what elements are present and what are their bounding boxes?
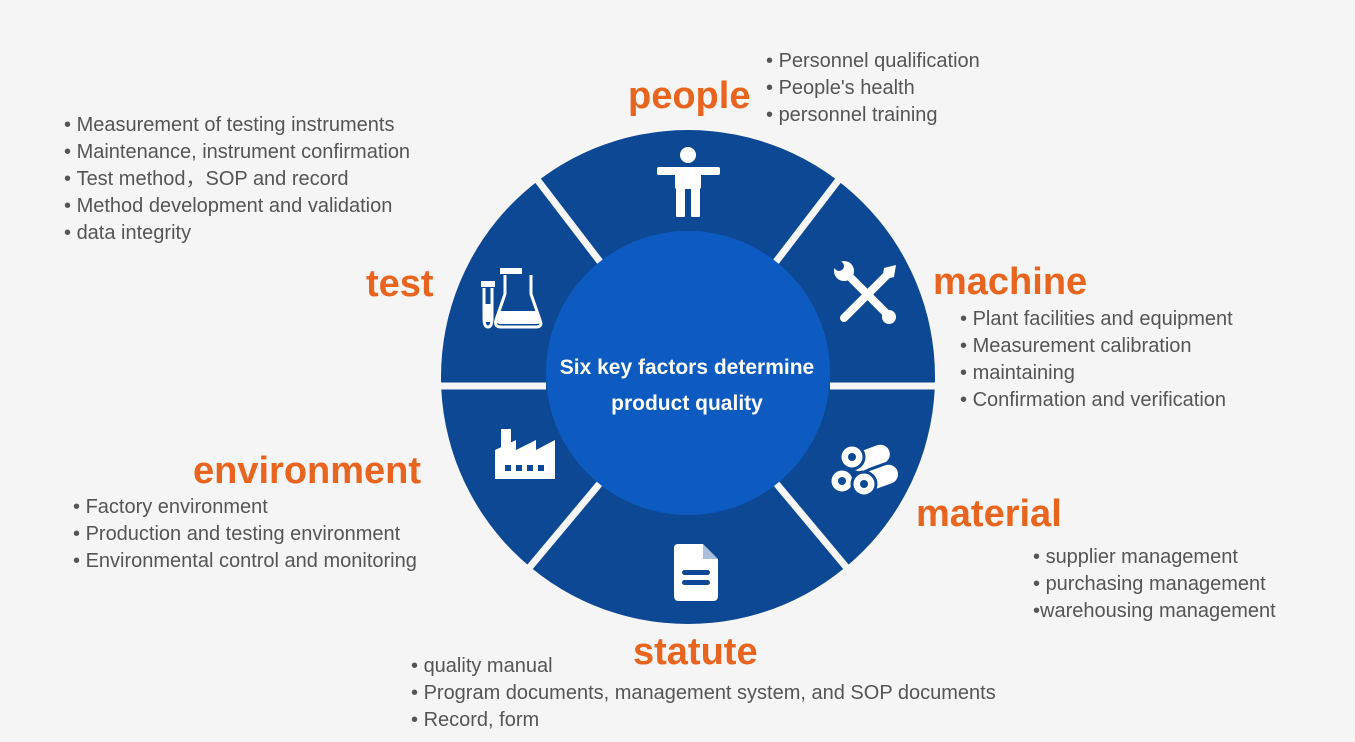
- center-label: Six key factors determine product qualit…: [537, 350, 837, 422]
- list-item: Environmental control and monitoring: [73, 548, 417, 575]
- list-item-text: warehousing management: [1040, 600, 1276, 622]
- environment-list: Factory environment Production and testi…: [73, 494, 417, 575]
- factor-title-machine: machine: [933, 261, 1088, 303]
- list-item: data integrity: [64, 220, 410, 247]
- test-list: Measurement of testing instruments Maint…: [64, 112, 411, 247]
- list-item: Plant facilities and equipment: [960, 306, 1233, 333]
- factor-title-material: material: [916, 493, 1062, 535]
- list-item: warehousing management: [1033, 598, 1276, 625]
- list-item: Record, form: [411, 707, 996, 734]
- material-list: supplier management purchasing managemen…: [1033, 544, 1276, 625]
- list-item: Program documents, management system, an…: [411, 680, 996, 707]
- factor-title-people: people: [628, 75, 751, 117]
- lab-flask-icon: [481, 268, 543, 329]
- center-circle: [546, 231, 830, 515]
- center-label-line1: Six key factors determine: [559, 356, 815, 379]
- material-logs-icon: [828, 441, 902, 498]
- tools-icon: [834, 261, 896, 324]
- list-item: Confirmation and verification: [960, 387, 1233, 414]
- center-label-line2: product quality: [611, 392, 763, 415]
- factor-title-environment: environment: [193, 450, 422, 492]
- list-item: Method development and validation: [64, 193, 410, 220]
- list-item: Production and testing environment: [73, 521, 417, 548]
- person-icon: [657, 147, 720, 217]
- list-item: People's health: [766, 75, 980, 102]
- list-item: Factory environment: [73, 494, 417, 521]
- statute-list: quality manual Program documents, manage…: [411, 653, 996, 734]
- list-item: Personnel qualification: [766, 48, 980, 75]
- factor-title-test: test: [366, 263, 434, 305]
- list-item: Measurement calibration: [960, 333, 1233, 360]
- machine-list: Plant facilities and equipment Measureme…: [960, 306, 1233, 414]
- list-item: personnel training: [766, 102, 980, 129]
- list-item: Measurement of testing instruments: [64, 112, 410, 139]
- list-item: purchasing management: [1033, 571, 1276, 598]
- list-item: quality manual: [411, 653, 996, 680]
- document-icon: [674, 544, 718, 601]
- list-item: supplier management: [1033, 544, 1276, 571]
- list-item: Maintenance, instrument confirmation: [64, 139, 411, 166]
- list-item: maintaining: [960, 360, 1233, 387]
- factory-icon: [495, 429, 555, 479]
- ring-dividers: [431, 162, 945, 583]
- people-list: Personnel qualification People's health …: [766, 48, 980, 129]
- list-item: Test method，SOP and record: [64, 166, 410, 193]
